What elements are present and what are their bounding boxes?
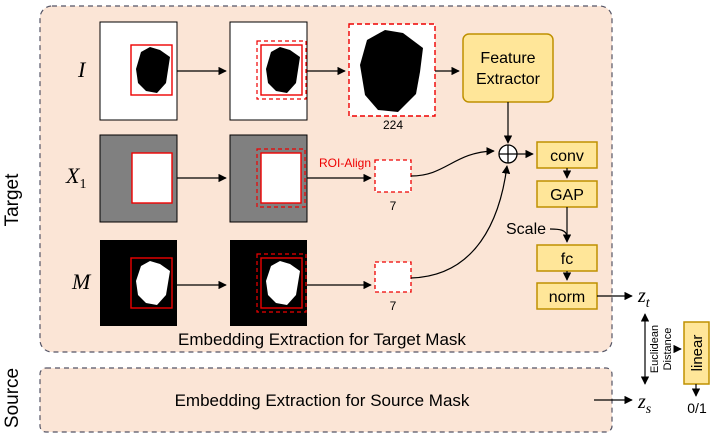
object-shape-zoomed <box>360 30 423 112</box>
source-panel-caption: Embedding Extraction for Source Mask <box>175 391 470 410</box>
size-label-7b: 7 <box>390 299 397 313</box>
image-input-2 <box>229 21 308 121</box>
euclidean-label: Euclidean <box>649 325 661 373</box>
linear-label: linear <box>689 335 706 372</box>
x1-roi-feature <box>374 159 412 193</box>
mask-shape <box>136 261 170 305</box>
conv-label: conv <box>550 148 584 165</box>
x1-input-2 <box>229 134 308 223</box>
row-label-x1-sub: 1 <box>79 177 86 192</box>
source-side-label: Source <box>2 368 23 428</box>
output-zs: zs <box>637 391 652 417</box>
image-crop-224 <box>348 23 436 117</box>
norm-block: norm <box>536 282 598 310</box>
gap-block: GAP <box>536 180 598 208</box>
output-zs-main: z <box>637 391 646 413</box>
size-label-224: 224 <box>383 118 403 132</box>
output-zt: zt <box>637 285 651 311</box>
output-zt-sub: t <box>646 296 651 311</box>
roi-align-label: ROI-Align <box>319 156 371 170</box>
scale-label: Scale <box>506 221 546 238</box>
norm-label: norm <box>549 289 585 306</box>
row-label-x1-main: X <box>65 163 81 188</box>
target-panel-caption: Embedding Extraction for Target Mask <box>178 330 466 349</box>
x1-input-1 <box>99 134 178 223</box>
linear-block: linear <box>683 321 710 385</box>
fc-block: fc <box>536 244 598 272</box>
size-label-7a: 7 <box>390 199 397 213</box>
result-label: 0/1 <box>687 400 707 416</box>
object-shape <box>266 47 300 93</box>
gap-label: GAP <box>550 187 584 204</box>
fc-label: fc <box>561 251 573 268</box>
object-shape <box>136 47 170 93</box>
mask-input-1 <box>100 240 177 326</box>
feature-extractor-line2: Extractor <box>476 71 541 88</box>
feature-extractor-line1: Feature <box>480 50 535 67</box>
image-input-1 <box>99 21 178 121</box>
concat-operator <box>498 144 518 164</box>
output-zs-sub: s <box>646 402 652 417</box>
mask-roi-feature <box>374 261 412 293</box>
mask-input-2 <box>230 240 307 326</box>
row-label-x1: X1 <box>65 163 86 192</box>
distance-label: Distance <box>662 328 674 371</box>
target-side-label: Target <box>2 173 23 227</box>
feature-extractor-block: Feature Extractor <box>462 33 554 103</box>
output-zt-main: z <box>637 285 646 307</box>
conv-block: conv <box>536 141 598 169</box>
mask-shape <box>266 261 300 305</box>
row-label-mask: M <box>71 269 92 294</box>
row-label-image: I <box>77 57 87 82</box>
